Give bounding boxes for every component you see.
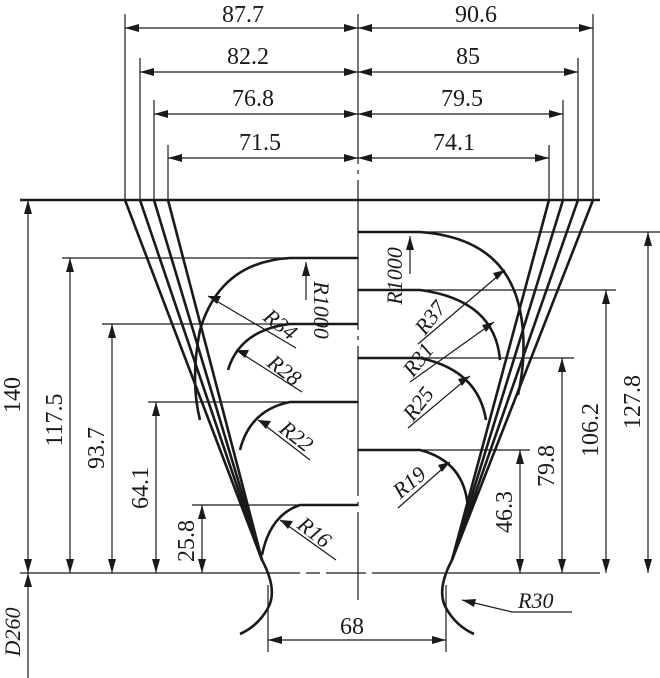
width-label-right-4: 74.1 [433,130,475,156]
left-radius-leaders [207,295,337,561]
width-label-left-3: 76.8 [232,86,274,112]
height-label-117-5: 117.5 [42,393,68,446]
height-label-127-8: 127.8 [620,375,646,429]
right-side-walls [450,199,595,561]
right-radius-label-r25: R25 [397,382,439,426]
width-extension-lines [124,14,594,200]
center-radius-left-label: R1000 [309,280,334,338]
right-throat-curve [440,559,475,636]
right-radius-leaders [397,269,506,509]
bottom-width-label: 68 [340,614,364,640]
right-height-extension-lines [358,231,660,451]
left-side-walls [123,199,264,561]
left-radius-label-r28: R28 [262,349,306,391]
width-label-right-2: 85 [456,44,480,70]
left-radius-label-r22: R22 [274,415,318,457]
center-radius-right-label: R1000 [382,247,407,305]
right-radius-label-r37: R37 [409,295,452,340]
height-label-25-8: 25.8 [174,520,200,562]
left-height-extension-lines [62,257,358,506]
height-label-140: 140 [0,377,26,413]
height-label-93-7: 93.7 [84,427,110,469]
right-radius-label-r19: R19 [387,461,431,504]
left-height-dimension-lines [24,200,206,573]
right-height-dimension-lines [516,232,652,573]
left-radius-label-r16: R16 [292,511,336,553]
width-label-right-1: 90.6 [455,2,497,28]
width-label-left-1: 87.7 [222,2,264,28]
throat-radius-label: R30 [517,588,553,613]
width-label-right-3: 79.5 [441,86,483,112]
height-label-79-8: 79.8 [534,445,560,487]
width-dimension-lines [125,24,593,162]
width-label-left-2: 82.2 [227,44,269,70]
height-label-46-3: 46.3 [492,491,518,533]
height-label-106-2: 106.2 [578,403,604,457]
height-label-64-1: 64.1 [128,467,154,509]
right-radius-label-r31: R31 [397,338,439,382]
width-label-left-4: 71.5 [239,130,281,156]
left-throat-curve [239,559,274,636]
left-radius-label-r34: R34 [258,303,302,345]
diameter-label: D260 [0,608,25,658]
